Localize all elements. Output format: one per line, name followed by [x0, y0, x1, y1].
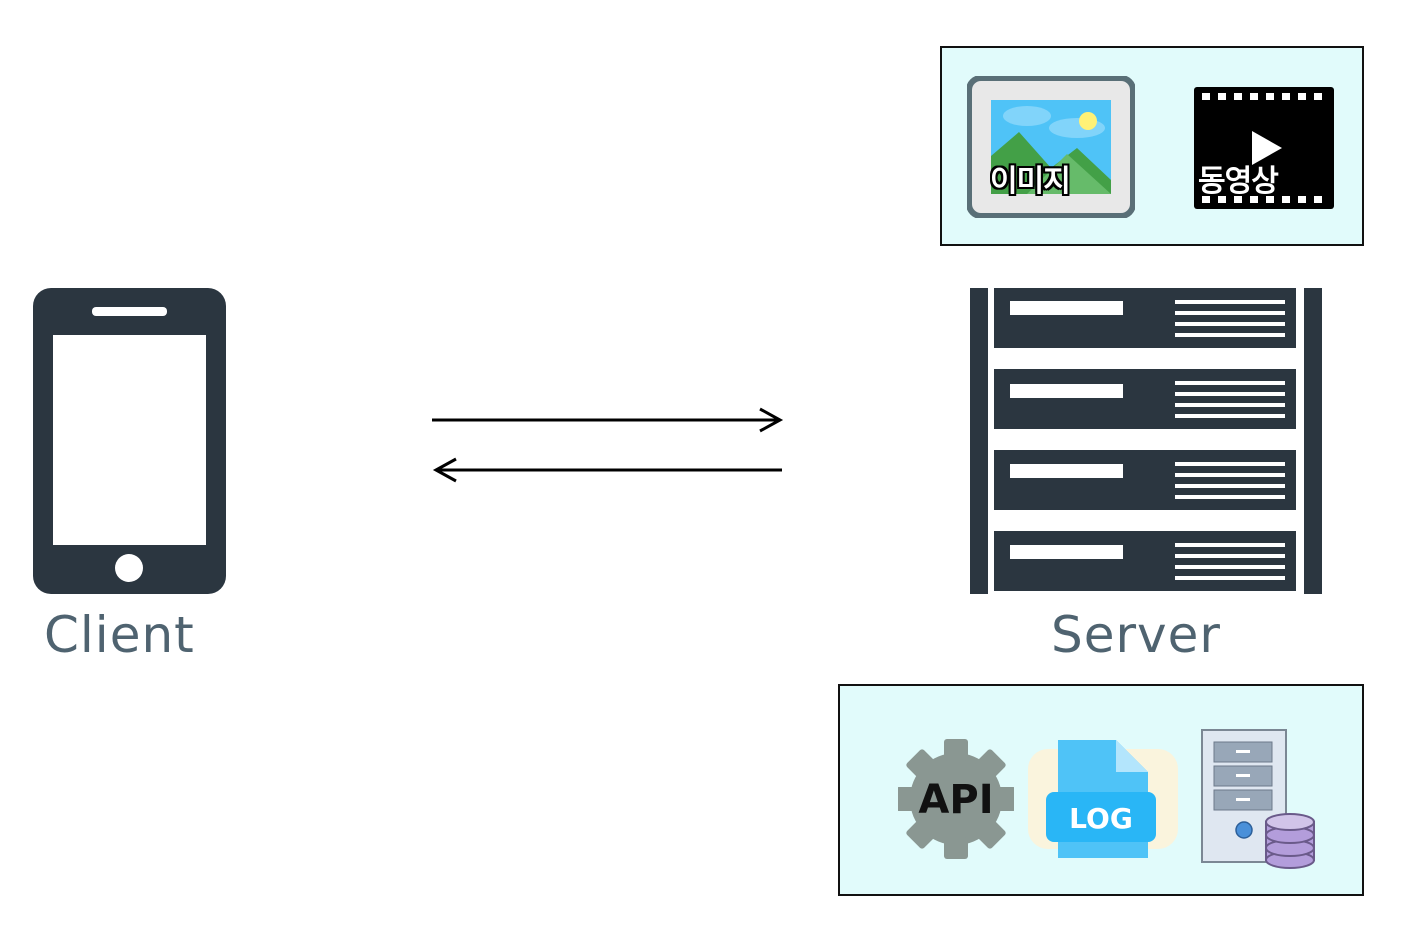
server-services-box: API LOG: [838, 684, 1364, 896]
client-label: Client: [44, 606, 195, 664]
response-arrow: [432, 455, 784, 485]
image-label: 이미지: [990, 164, 1071, 199]
server-rack-icon: [970, 288, 1322, 594]
log-file-icon: LOG: [1028, 734, 1178, 864]
video-label: 동영상: [1198, 164, 1279, 199]
video-icon: [1194, 87, 1334, 209]
database-server-icon: [1200, 728, 1320, 872]
server-label: Server: [1051, 606, 1221, 664]
client-phone-icon: [33, 288, 226, 594]
log-label: LOG: [1069, 802, 1133, 835]
image-icon: [966, 75, 1136, 219]
api-gear-icon: API: [896, 738, 1016, 860]
api-label: API: [918, 777, 993, 823]
request-arrow: [432, 405, 784, 435]
media-storage-box: 이미지 동영상: [940, 46, 1364, 246]
